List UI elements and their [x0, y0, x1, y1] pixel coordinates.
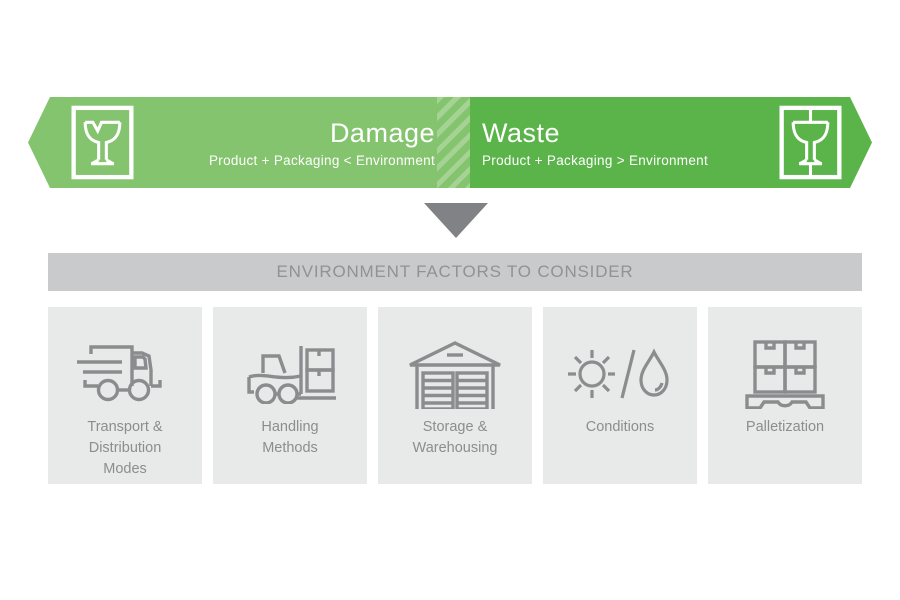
- factor-card-label: Transport & Distribution Modes: [87, 419, 163, 477]
- fragile-broken-glass-icon: [70, 105, 135, 180]
- slash-divider: [620, 349, 636, 399]
- damage-text: Damage Product + Packaging < Environment: [209, 118, 435, 169]
- damage-waste-banner: Damage Product + Packaging < Environment…: [28, 97, 872, 188]
- factor-card-label: Storage & Warehousing: [412, 419, 498, 456]
- factor-card-handling: Handling Methods: [213, 307, 367, 484]
- factor-card-label: Palletization: [745, 419, 825, 435]
- factors-header: ENVIRONMENT FACTORS TO CONSIDER: [48, 253, 862, 291]
- forklift-icon: [213, 335, 367, 413]
- sun-water-icon: [543, 335, 697, 413]
- damage-segment: [28, 97, 470, 188]
- warehouse-icon: [378, 335, 532, 413]
- truck-icon: [48, 335, 202, 413]
- factor-card-storage: Storage & Warehousing: [378, 307, 532, 484]
- factor-card-label: Handling Methods: [261, 419, 319, 456]
- factor-card-conditions: Conditions: [543, 307, 697, 484]
- factors-grid: Transport & Distribution Modes: [48, 307, 862, 484]
- factor-card-label: Conditions: [585, 419, 655, 435]
- pallet-boxes-icon: [708, 335, 862, 413]
- wine-glass-icon: [778, 105, 843, 180]
- segment-transition-hatch: [437, 97, 470, 188]
- factor-card-palletization: Palletization: [708, 307, 862, 484]
- damage-title: Damage: [329, 118, 435, 148]
- factor-card-transport: Transport & Distribution Modes: [48, 307, 202, 484]
- sun-icon: [568, 350, 615, 398]
- damage-subtitle: Product + Packaging < Environment: [208, 153, 435, 168]
- waste-title: Waste: [482, 118, 561, 148]
- waste-text: Waste Product + Packaging > Environment: [482, 118, 708, 169]
- waste-subtitle: Product + Packaging > Environment: [482, 153, 709, 168]
- down-arrow-icon: [424, 203, 488, 238]
- water-drop-icon: [639, 348, 669, 397]
